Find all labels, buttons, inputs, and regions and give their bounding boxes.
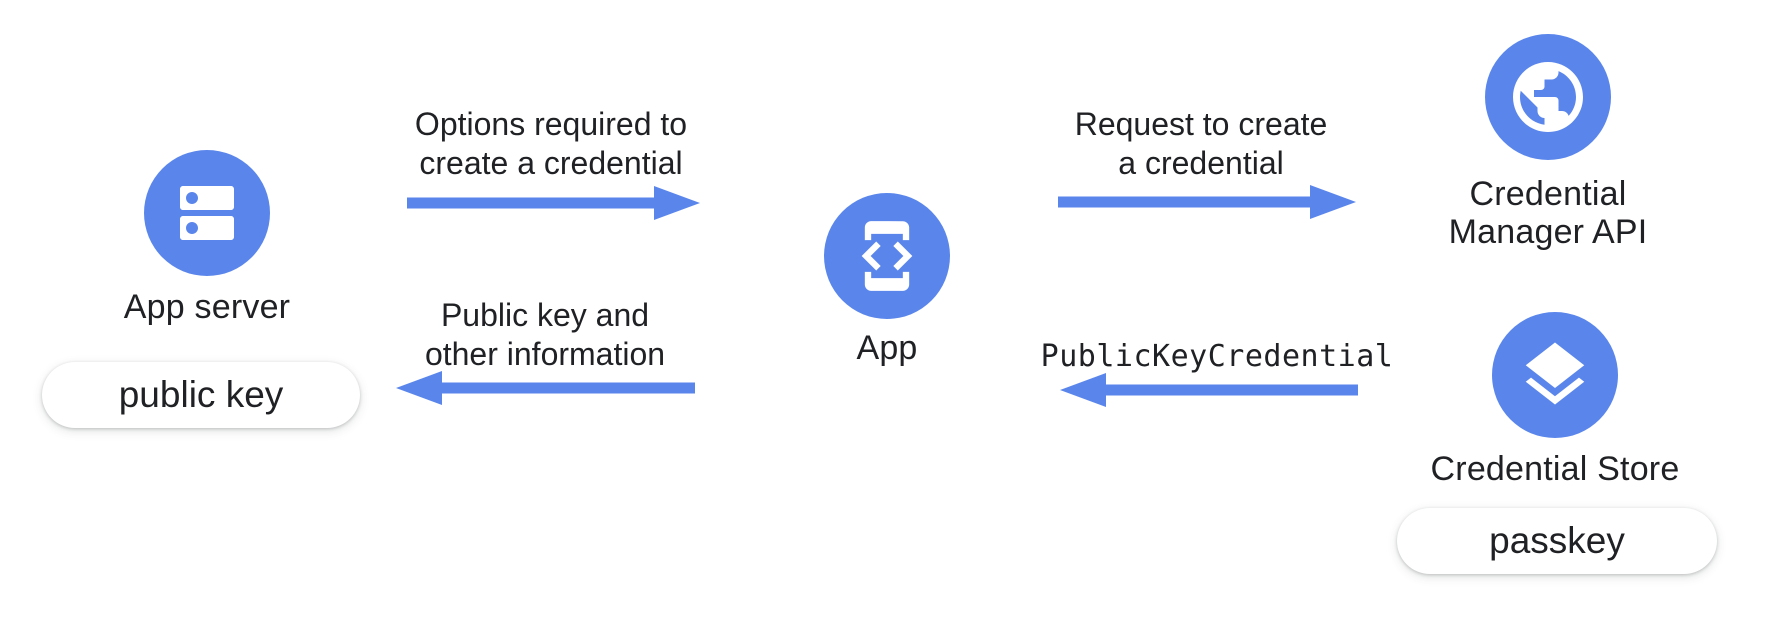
flow-label-public-key-info: Public key and other information (345, 296, 745, 374)
flow-label-options-line2: create a credential (419, 145, 683, 181)
credential-store-label: Credential Store (1430, 450, 1680, 488)
flow-label-options: Options required to create a credential (351, 105, 751, 183)
arrow-publickeycredential-left (1060, 373, 1358, 407)
public-key-pill-label: public key (118, 374, 284, 415)
credential-manager-api-label: Credential Manager API (1398, 175, 1698, 251)
layers-icon (1516, 336, 1594, 414)
arrow-request-right (1058, 185, 1356, 219)
credential-manager-api-label-line2: Manager API (1448, 213, 1648, 251)
flow-label-request-create-line2: a credential (1118, 145, 1284, 181)
flow-label-public-key-info-line1: Public key and (440, 297, 650, 333)
app-server-label: App server (123, 288, 291, 326)
app-label: App (856, 329, 918, 367)
public-key-pill: public key (42, 362, 360, 428)
app-circle (824, 193, 950, 319)
arrow-public-key-left (396, 371, 695, 405)
credential-manager-api-circle (1485, 34, 1611, 160)
passkey-pill-label: passkey (1489, 520, 1625, 561)
passkey-pill: passkey (1397, 508, 1717, 574)
arrow-options-right (407, 186, 700, 220)
phone-code-icon (849, 218, 925, 294)
server-dns-icon (171, 177, 243, 249)
flow-label-public-key-info-line2: other information (424, 336, 666, 372)
flow-label-publickeycredential: PublicKeyCredential (1040, 339, 1394, 374)
flow-label-request-create-line1: Request to create (1074, 106, 1328, 142)
flow-label-options-line1: Options required to (414, 106, 688, 142)
credential-manager-api-label-line1: Credential (1469, 175, 1627, 213)
credential-store-circle (1492, 312, 1618, 438)
app-server-circle (144, 150, 270, 276)
flow-label-request-create: Request to create a credential (1001, 105, 1401, 183)
globe-icon (1506, 55, 1590, 139)
